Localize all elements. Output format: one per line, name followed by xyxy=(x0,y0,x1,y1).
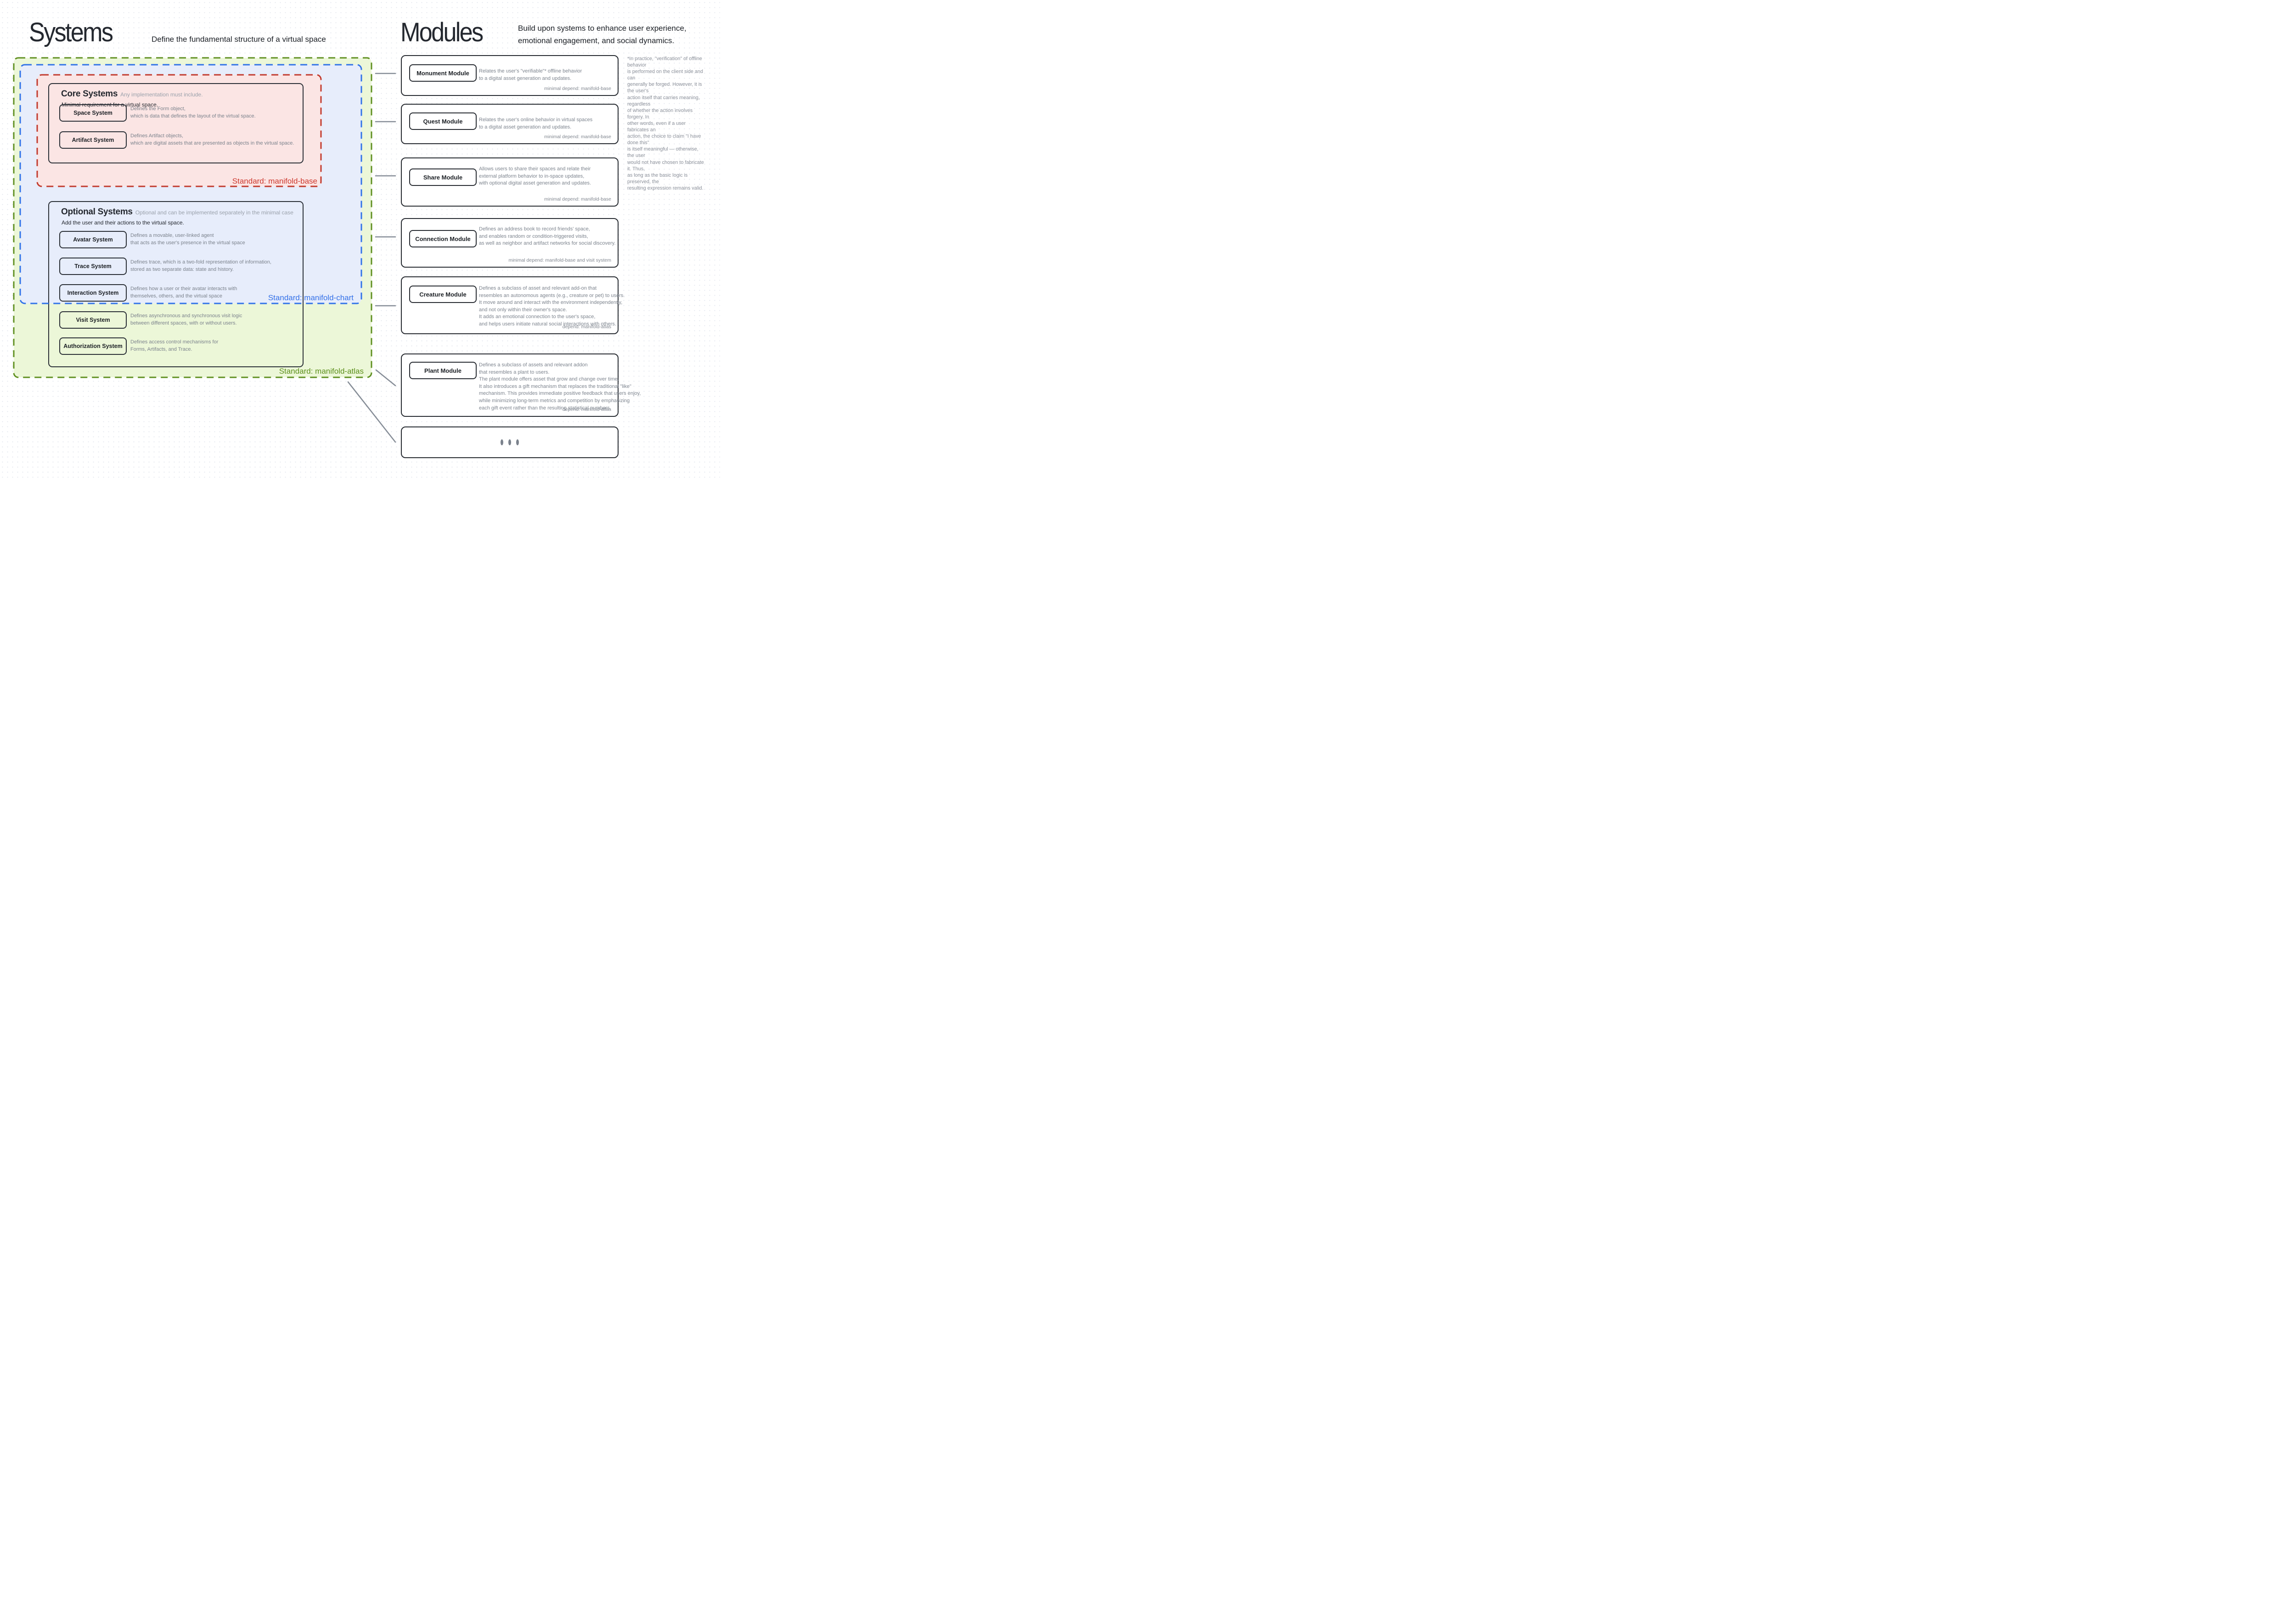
ellipsis-icon xyxy=(402,427,618,457)
quest-module-desc: Relates the user's online behavior in vi… xyxy=(479,117,593,130)
space-system-button: Space System xyxy=(59,104,127,122)
standard-manifold-chart-label: Standard: manifold-chart xyxy=(268,293,354,302)
plant-module-depend: depend: manifold-atlas xyxy=(562,407,611,412)
standard-manifold-base-label: Standard: manifold-base xyxy=(232,177,317,185)
creature-module-depend: depend: manifold-atlas xyxy=(562,324,611,330)
monument-module-name-box: Monument Module xyxy=(409,64,477,82)
plant-module-desc: Defines a subclass of assets and relevan… xyxy=(479,362,641,411)
connector-plant xyxy=(375,369,396,387)
core-systems-title: Core Systems xyxy=(61,89,118,99)
share-module-desc: Allows users to share their spaces and r… xyxy=(479,166,591,186)
creature-module-name-box: Creature Module xyxy=(409,286,477,303)
quest-module-card: Quest Module Relates the user's online b… xyxy=(401,104,619,144)
standard-manifold-atlas-label: Standard: manifold-atlas xyxy=(279,367,364,376)
systems-title: Systems xyxy=(29,17,113,47)
visit-system-button: Visit System xyxy=(59,311,127,329)
connection-module-desc: Defines an address book to record friend… xyxy=(479,226,616,247)
creature-module-desc: Defines a subclass of asset and relevant… xyxy=(479,286,625,327)
avatar-system-desc: Defines a movable, user-linked agent tha… xyxy=(130,233,245,246)
artifact-system-button: Artifact System xyxy=(59,131,127,149)
monument-module-desc: Relates the user's "verifiable"* offline… xyxy=(479,68,582,81)
share-module-name-box: Share Module xyxy=(409,168,477,186)
quest-module-depend: minimal depend: manifold-base xyxy=(544,134,611,140)
connection-module-depend: minimal depend: manifold-base and visit … xyxy=(508,258,611,263)
footnote: *In practice, "verification" of offline … xyxy=(627,56,704,191)
authorization-system-desc: Defines access control mechanisms for Fo… xyxy=(130,339,219,352)
trace-system-desc: Defines trace, which is a two-fold repre… xyxy=(130,259,271,272)
connection-module-card: Connection Module Defines an address boo… xyxy=(401,218,619,268)
core-systems-note: Any implementation must include. xyxy=(120,91,203,98)
plant-module-name-box: Plant Module xyxy=(409,362,477,379)
more-modules-card xyxy=(401,426,619,458)
modules-subtitle-line2: emotional engagement, and social dynamic… xyxy=(518,36,675,45)
trace-system-button: Trace System xyxy=(59,258,127,275)
modules-subtitle-line1: Build upon systems to enhance user exper… xyxy=(518,24,687,33)
visit-system-desc: Defines asynchronous and synchronous vis… xyxy=(130,313,242,326)
monument-module-depend: minimal depend: manifold-base xyxy=(544,86,611,91)
avatar-system-button: Avatar System xyxy=(59,231,127,248)
interaction-system-desc: Defines how a user or their avatar inter… xyxy=(130,286,237,299)
optional-systems-note: Optional and can be implemented separate… xyxy=(135,209,293,216)
authorization-system-button: Authorization System xyxy=(59,337,127,355)
share-module-card: Share Module Allows users to share their… xyxy=(401,157,619,207)
optional-systems-title: Optional Systems xyxy=(61,207,133,217)
diagram-canvas: Systems Define the fundamental structure… xyxy=(0,0,720,479)
artifact-system-desc: Defines Artifact objects, which are digi… xyxy=(130,133,294,146)
monument-module-card: Monument Module Relates the user's "veri… xyxy=(401,55,619,96)
optional-systems-line2: Add the user and their actions to the vi… xyxy=(62,219,184,226)
systems-subtitle: Define the fundamental structure of a vi… xyxy=(152,35,326,44)
share-module-depend: minimal depend: manifold-base xyxy=(544,196,611,202)
connector-more xyxy=(347,381,396,443)
modules-title: Modules xyxy=(400,17,484,47)
space-system-desc: Defines the Form object, which is data t… xyxy=(130,106,256,119)
quest-module-name-box: Quest Module xyxy=(409,112,477,130)
interaction-system-button: Interaction System xyxy=(59,284,127,302)
plant-module-card: Plant Module Defines a subclass of asset… xyxy=(401,353,641,417)
creature-module-card: Creature Module Defines a subclass of as… xyxy=(401,276,625,334)
connection-module-name-box: Connection Module xyxy=(409,230,477,247)
